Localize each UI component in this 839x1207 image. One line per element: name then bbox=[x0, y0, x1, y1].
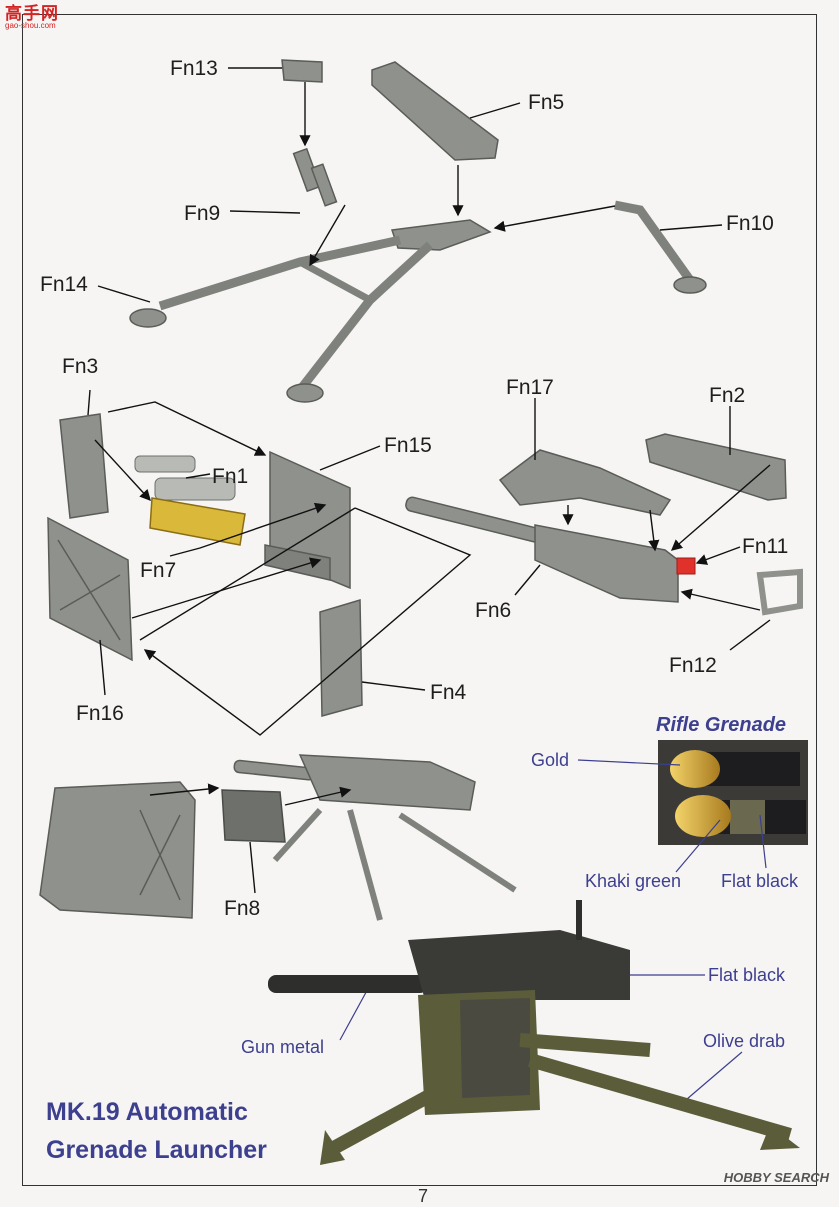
part-fn4 bbox=[319, 598, 363, 717]
paint-flat-black-gun: Flat black bbox=[708, 965, 786, 985]
rifle-grenade-photo bbox=[658, 740, 808, 845]
label-fn14: Fn14 bbox=[40, 273, 88, 296]
label-fn2: Fn2 bbox=[709, 384, 746, 407]
label-fn15: Fn15 bbox=[384, 434, 432, 457]
label-fn3: Fn3 bbox=[62, 355, 99, 378]
watermark-logo: 高手网 gao-shou.com bbox=[5, 5, 69, 39]
paint-khaki-green: Khaki green bbox=[585, 871, 682, 891]
part-fn11 bbox=[676, 557, 696, 575]
part-fn1 bbox=[134, 455, 236, 501]
part-fn6 bbox=[405, 496, 679, 603]
paint-olive-drab: Olive drab bbox=[703, 1031, 786, 1051]
paint-gun-metal: Gun metal bbox=[241, 1037, 325, 1057]
leader-lines-middle-right bbox=[514, 398, 771, 651]
label-fn7: Fn7 bbox=[140, 559, 177, 582]
page-number: 7 bbox=[418, 1186, 429, 1206]
leader-lines-top bbox=[97, 67, 723, 303]
label-fn17: Fn17 bbox=[506, 376, 554, 399]
page-frame bbox=[22, 14, 817, 1186]
part-fn3 bbox=[59, 413, 109, 519]
label-fn9: Fn9 bbox=[184, 202, 221, 225]
ammo-box-parts bbox=[39, 781, 196, 919]
label-fn1: Fn1 bbox=[212, 465, 249, 488]
watermark-cn-text: 高手网 bbox=[5, 4, 59, 23]
page-title-line2: Grenade Launcher bbox=[46, 1136, 267, 1164]
part-fn15 bbox=[264, 450, 351, 590]
part-fn13 bbox=[281, 59, 323, 83]
watermark-hobby-search: HOBBY SEARCH bbox=[723, 1170, 829, 1185]
label-fn6: Fn6 bbox=[475, 599, 512, 622]
label-fn12: Fn12 bbox=[669, 654, 717, 677]
part-fn10 bbox=[614, 200, 707, 294]
leader-lines-middle-left bbox=[87, 389, 472, 736]
painted-model-photo bbox=[268, 900, 800, 1165]
watermark-url: gao-shou.com bbox=[5, 21, 56, 30]
page-title-line1: MK.19 Automatic bbox=[46, 1098, 248, 1126]
tripod-assembly bbox=[129, 219, 492, 403]
part-fn17 bbox=[498, 449, 672, 516]
part-fn7 bbox=[149, 497, 246, 546]
label-fn13: Fn13 bbox=[170, 57, 218, 80]
paint-gold: Gold bbox=[531, 750, 570, 770]
rifle-grenade-title: Rifle Grenade bbox=[656, 714, 787, 736]
label-fn5: Fn5 bbox=[528, 91, 565, 114]
part-fn2 bbox=[645, 433, 787, 501]
part-fn8 bbox=[221, 789, 286, 843]
part-fn12 bbox=[756, 568, 803, 616]
part-fn5 bbox=[371, 61, 499, 161]
label-fn11: Fn11 bbox=[742, 535, 789, 558]
label-fn16: Fn16 bbox=[76, 702, 124, 725]
label-fn8: Fn8 bbox=[224, 897, 261, 920]
label-fn10: Fn10 bbox=[726, 212, 774, 235]
leader-lines-paint bbox=[339, 759, 767, 1106]
part-fn16 bbox=[47, 516, 133, 662]
paint-flat-black-grenade: Flat black bbox=[721, 871, 799, 891]
label-fn4: Fn4 bbox=[430, 681, 467, 704]
leader-lines-lower bbox=[149, 783, 352, 894]
part-fn9 bbox=[292, 147, 338, 207]
